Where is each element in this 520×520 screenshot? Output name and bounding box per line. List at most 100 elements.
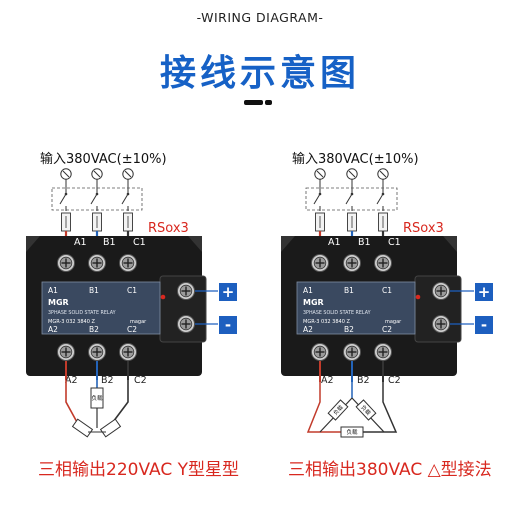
right-terminal-c1 bbox=[373, 253, 393, 273]
left-terminal-a2 bbox=[56, 342, 76, 362]
left-wiring-diagram: 输入380VAC(±10%) RSox3 A1 B1 C1 bbox=[26, 151, 237, 438]
left-out-phase-c: C2 bbox=[134, 375, 147, 386]
left-top-phase-c: C1 bbox=[133, 237, 146, 248]
right-load-ab bbox=[327, 399, 349, 421]
left-out-phase-a: A2 bbox=[65, 375, 78, 386]
right-input-terminal-b bbox=[346, 168, 358, 180]
right-switch-b bbox=[345, 188, 354, 212]
right-panel-maker: magar bbox=[385, 319, 402, 325]
left-fuse-c bbox=[123, 212, 133, 232]
left-terminal-c1 bbox=[118, 253, 138, 273]
right-panel-model: MGR-3 032 3840 Z bbox=[303, 319, 350, 325]
right-rc-label: RSox3 bbox=[403, 221, 444, 236]
left-load-wire-a bbox=[65, 380, 79, 425]
right-terminal-c2 bbox=[373, 342, 393, 362]
left-rc-label: RSox3 bbox=[148, 221, 189, 236]
left-label-panel bbox=[41, 281, 161, 335]
right-input-terminal-a bbox=[314, 168, 326, 180]
left-input-terminal-b bbox=[91, 168, 103, 180]
left-panel-phase-a1: A1 bbox=[48, 286, 58, 295]
left-terminal-minus bbox=[176, 314, 196, 334]
left-load-wire-c bbox=[109, 380, 129, 427]
right-out-phase-c: C2 bbox=[388, 375, 401, 386]
right-out-phase-b: B2 bbox=[357, 375, 370, 386]
left-load-c bbox=[99, 418, 122, 438]
left-input-terminals bbox=[60, 168, 134, 180]
right-top-phase-c: C1 bbox=[388, 237, 401, 248]
left-relay-corner-tr bbox=[188, 236, 202, 252]
right-status-led bbox=[415, 294, 421, 300]
right-terminal-a2 bbox=[310, 342, 330, 362]
left-plus-sign: + bbox=[222, 283, 235, 301]
right-label-panel bbox=[296, 281, 416, 335]
left-panel-brand: MGR bbox=[48, 298, 69, 307]
right-fuse-b bbox=[347, 212, 357, 232]
right-terminal-a1 bbox=[310, 253, 330, 273]
right-switch-c bbox=[376, 188, 385, 212]
right-terminal-b1 bbox=[342, 253, 362, 273]
left-panel-model: MGR-3 032 3840 Z bbox=[48, 319, 95, 325]
right-plus-sign: + bbox=[478, 283, 491, 301]
right-breaker-box bbox=[305, 187, 398, 211]
right-panel-phase-a2: A2 bbox=[303, 325, 313, 334]
left-minus-sign: - bbox=[225, 316, 231, 334]
right-load-ca-label: 负载 bbox=[346, 428, 358, 436]
right-out-phase-a: A2 bbox=[321, 375, 334, 386]
right-minus-box bbox=[475, 316, 493, 334]
right-top-phase-a: A1 bbox=[328, 237, 341, 248]
left-switch-c bbox=[121, 188, 130, 212]
right-caption: 三相输出380VAC △型接法 bbox=[288, 460, 492, 480]
right-relay-corner-tl bbox=[281, 236, 295, 252]
left-terminal-plus bbox=[176, 281, 196, 301]
left-relay-corner-tl bbox=[26, 236, 40, 252]
right-panel-phase-c1: C1 bbox=[382, 286, 392, 295]
right-input-label: 输入380VAC(±10%) bbox=[292, 151, 419, 167]
right-top-phase-b: B1 bbox=[358, 237, 371, 248]
left-input-label: 输入380VAC(±10%) bbox=[40, 151, 167, 167]
left-switch-a bbox=[59, 188, 68, 212]
right-delta-wire-a bbox=[306, 382, 352, 433]
left-status-led bbox=[160, 294, 166, 300]
left-minus-box bbox=[219, 316, 237, 334]
left-fuse-b bbox=[92, 212, 102, 232]
right-panel-desc: 3PHASE SOLID STATE RELAY bbox=[303, 310, 371, 316]
left-panel-phase-c1: C1 bbox=[127, 286, 137, 295]
right-terminal-minus bbox=[431, 314, 451, 334]
right-fuse-a bbox=[315, 212, 325, 232]
right-wiring-diagram: 输入380VAC(±10%) RSox3 A1 B1 C1 A1 B1 C1 M bbox=[281, 151, 493, 438]
left-panel-phase-c2: C2 bbox=[127, 325, 137, 334]
left-panel-phase-b1: B1 bbox=[89, 286, 99, 295]
left-top-phase-a: A1 bbox=[74, 237, 87, 248]
right-panel-brand: MGR bbox=[303, 298, 324, 307]
main-title: 接线示意图 bbox=[159, 53, 360, 94]
left-out-phase-b: B2 bbox=[101, 375, 114, 386]
title-underline-dash bbox=[244, 100, 263, 105]
right-terminal-b2 bbox=[342, 342, 362, 362]
left-input-terminal-a bbox=[60, 168, 72, 180]
left-plus-box bbox=[219, 283, 237, 301]
right-input-terminal-c bbox=[377, 168, 389, 180]
left-load-b-label: 负载 bbox=[91, 394, 103, 402]
right-panel-phase-c2: C2 bbox=[382, 325, 392, 334]
left-input-terminal-c bbox=[122, 168, 134, 180]
left-terminal-b1 bbox=[87, 253, 107, 273]
right-delta-wire-c bbox=[352, 382, 398, 433]
left-fuse-a bbox=[61, 212, 71, 232]
left-terminal-b2 bbox=[87, 342, 107, 362]
right-panel-phase-a1: A1 bbox=[303, 286, 313, 295]
left-terminal-a1 bbox=[56, 253, 76, 273]
right-load-ca bbox=[340, 426, 364, 438]
left-top-phase-b: B1 bbox=[103, 237, 116, 248]
title-underline-dot bbox=[265, 100, 272, 105]
right-load-bc bbox=[355, 399, 377, 421]
left-caption: 三相输出220VAC Y型星型 bbox=[38, 460, 239, 480]
right-panel-phase-b1: B1 bbox=[344, 286, 354, 295]
left-terminal-c2 bbox=[118, 342, 138, 362]
left-panel-phase-b2: B2 bbox=[89, 325, 99, 334]
right-terminal-plus bbox=[431, 281, 451, 301]
right-minus-sign: - bbox=[481, 316, 487, 334]
left-load-a bbox=[71, 418, 94, 438]
right-fuse-c bbox=[378, 212, 388, 232]
right-plus-box bbox=[475, 283, 493, 301]
left-switch-b bbox=[90, 188, 99, 212]
